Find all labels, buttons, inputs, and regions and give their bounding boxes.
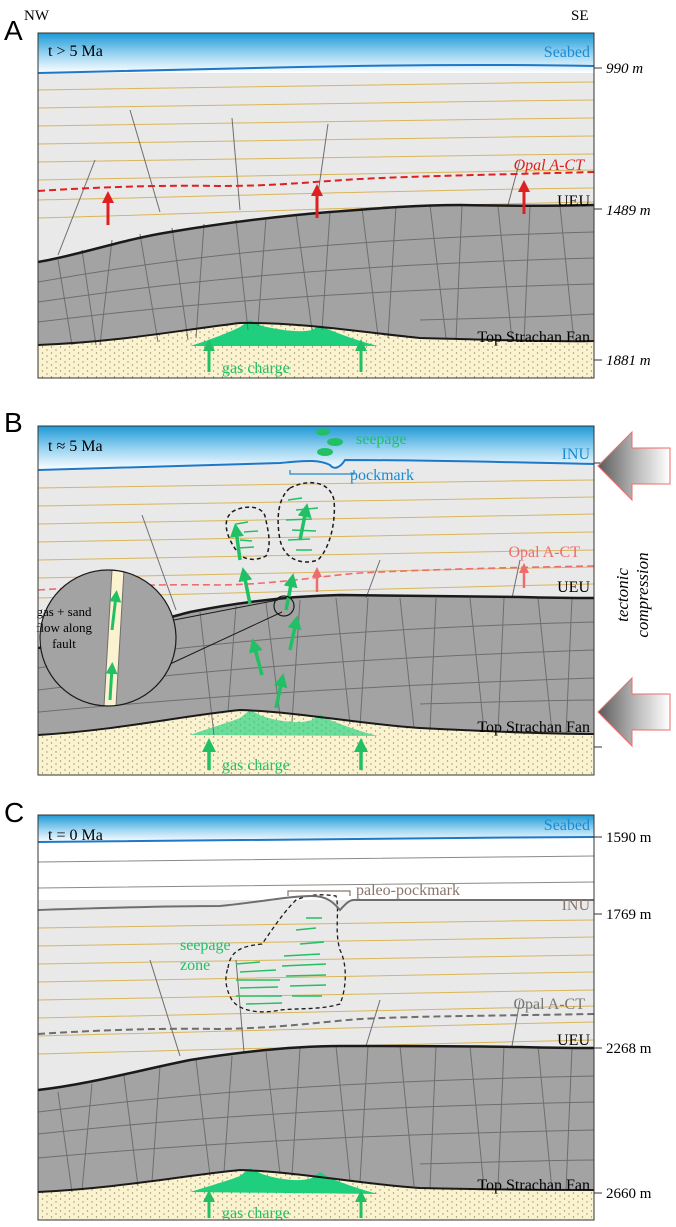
ueu-label-c: UEU xyxy=(557,1032,590,1049)
time-label-b: t ≈ 5 Ma xyxy=(48,438,103,455)
opal-label-a: Opal A-CT xyxy=(514,157,585,174)
panel-a: A NW SE xyxy=(4,8,651,379)
fan-label-a: Top Strachan Fan xyxy=(477,329,590,346)
ueu-label-a: UEU xyxy=(557,193,590,210)
depth-2660: 2660 m xyxy=(606,1186,652,1202)
time-label-c: t = 0 Ma xyxy=(48,827,103,844)
panel-letter-a: A xyxy=(4,15,23,46)
paleo-pockmark-label: paleo-pockmark xyxy=(356,882,460,899)
depth-2268: 2268 m xyxy=(606,1041,652,1057)
depth-1881: 1881 m xyxy=(606,353,651,369)
gas-label-c: gas charge xyxy=(222,1205,290,1222)
compression-line-2: compression xyxy=(633,552,652,637)
ueu-label-b: UEU xyxy=(557,579,590,596)
inset-line-3: fault xyxy=(52,636,76,651)
pockmark-label: pockmark xyxy=(350,467,414,484)
panel-c: C xyxy=(4,797,652,1222)
compression-arrow-upper xyxy=(597,430,671,502)
panel-letter-b: B xyxy=(4,407,23,438)
time-label-a: t > 5 Ma xyxy=(48,43,103,60)
panel-b: B xyxy=(4,407,671,776)
depth-1769: 1769 m xyxy=(606,907,652,923)
seabed-label-a: Seabed xyxy=(544,44,590,61)
gas-label-a: gas charge xyxy=(222,360,290,377)
gas-label-b: gas charge xyxy=(222,757,290,774)
compression-arrow-lower xyxy=(597,676,671,748)
corner-nw: NW xyxy=(24,8,50,24)
inset-line-2: flow along xyxy=(36,620,92,635)
depth-1590: 1590 m xyxy=(606,830,652,846)
seepage-zone-line-2: zone xyxy=(180,957,210,974)
seepage-bubbles xyxy=(316,428,343,456)
depth-1489: 1489 m xyxy=(606,203,651,219)
panel-letter-c: C xyxy=(4,797,24,828)
opal-label-b: Opal A-CT xyxy=(508,544,580,561)
seabed-label-c: Seabed xyxy=(544,817,590,834)
inu-label-c: INU xyxy=(562,897,591,914)
compression-line-1: tectonic xyxy=(613,568,632,622)
corner-se: SE xyxy=(571,8,589,24)
fault-inset xyxy=(40,570,176,706)
inset-line-1: gas + sand xyxy=(37,604,92,619)
seepage-zone-line-1: seepage xyxy=(180,937,231,954)
fan-label-c: Top Strachan Fan xyxy=(477,1177,590,1194)
seepage-label: seepage xyxy=(356,431,407,448)
inu-label-b: INU xyxy=(562,446,591,463)
opal-label-c: Opal A-CT xyxy=(513,996,585,1013)
fan-label-b: Top Strachan Fan xyxy=(477,719,590,736)
depth-990: 990 m xyxy=(606,61,643,77)
